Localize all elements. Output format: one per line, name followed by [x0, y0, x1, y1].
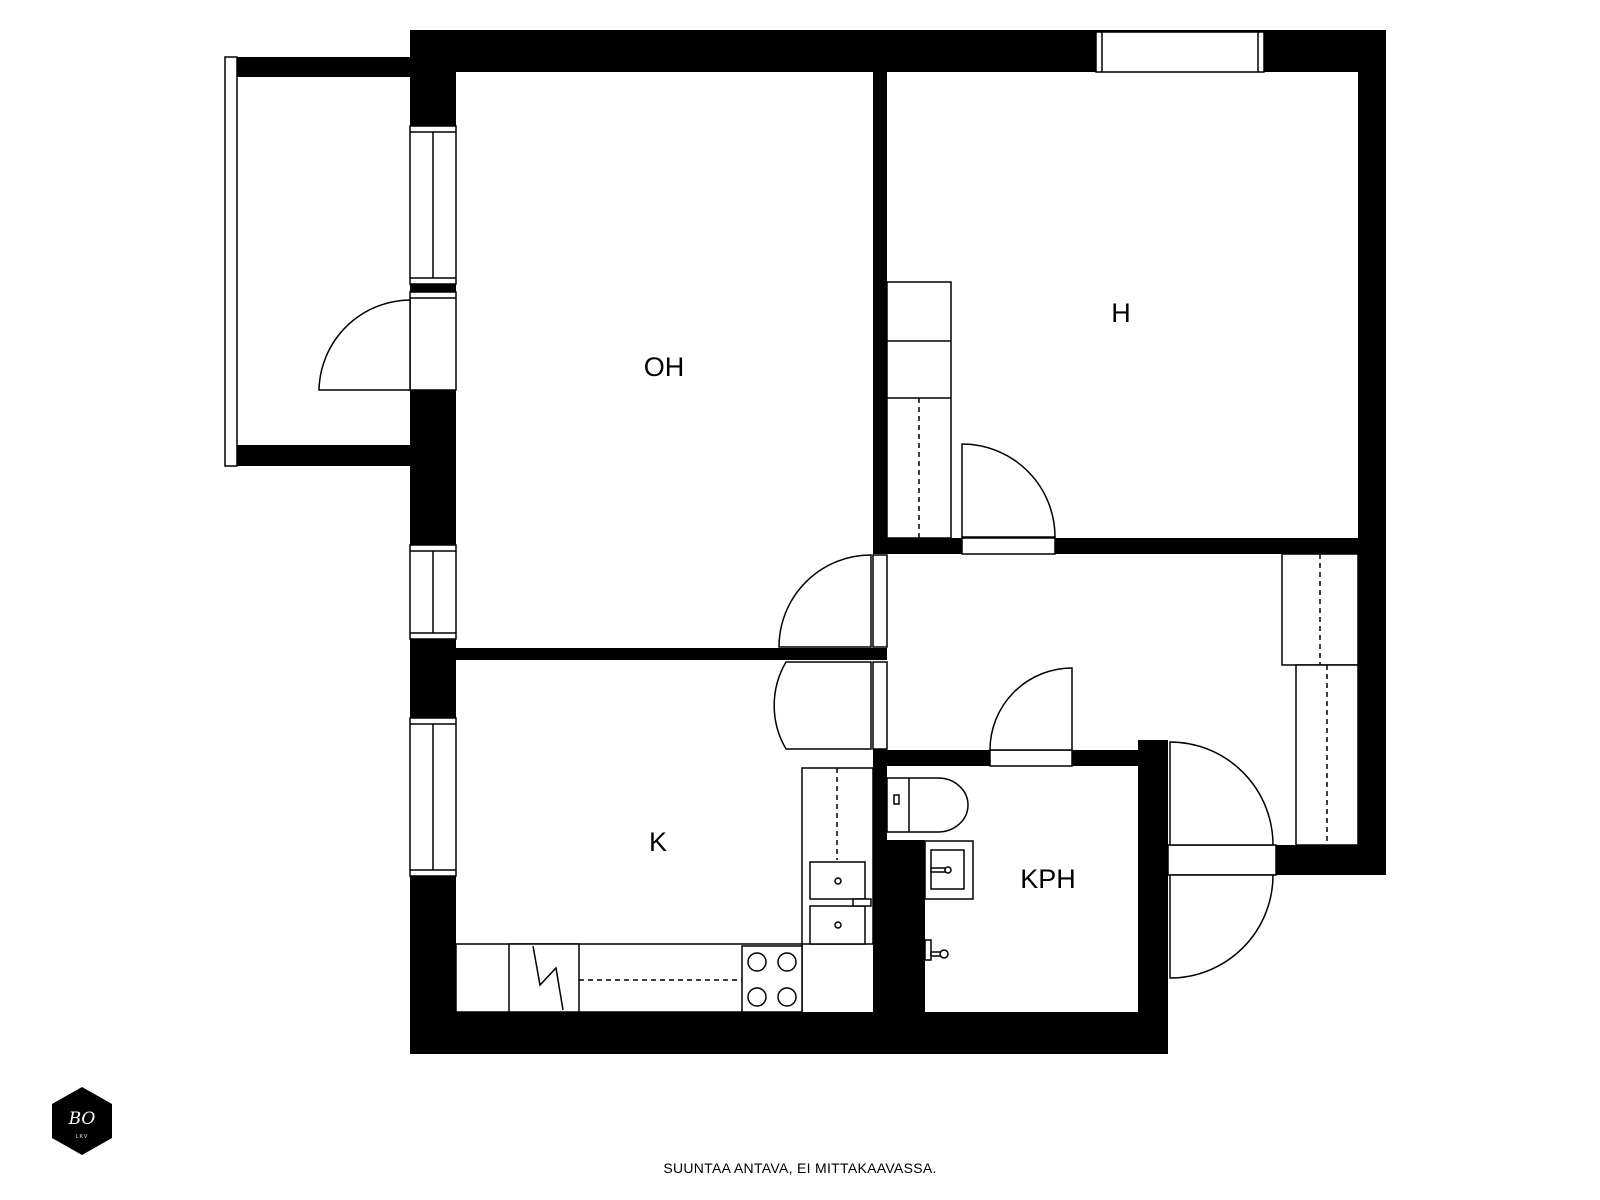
- fridge: [508, 943, 580, 1013]
- disclaimer-caption: SUUNTAA ANTAVA, EI MITTAKAAVASSA.: [663, 1160, 937, 1176]
- room-labels: OH H K KPH: [644, 298, 1131, 894]
- room-label-h: H: [1111, 298, 1131, 328]
- shower-mixer: [923, 937, 949, 963]
- wardrobes: [886, 281, 1359, 846]
- bathroom-fittings: [886, 777, 974, 963]
- balcony: [224, 56, 412, 467]
- kitchen-fittings: [455, 767, 874, 1013]
- windows: [409, 31, 1265, 877]
- faucet: [852, 898, 872, 907]
- bathroom-door: [989, 667, 1073, 751]
- door-swings: [318, 299, 1274, 979]
- room-label-kph: KPH: [1020, 864, 1076, 894]
- living-room-door: [778, 554, 872, 648]
- toilet: [886, 777, 969, 833]
- kitchen-door: [773, 661, 872, 750]
- entrance-door: [1169, 741, 1274, 846]
- logo-subtext: LKV: [76, 1134, 88, 1140]
- balcony-door: [318, 299, 411, 391]
- bedroom-door: [961, 443, 1056, 538]
- logo-text: BO: [68, 1109, 96, 1129]
- room-label-k: K: [649, 827, 667, 857]
- room-label-oh: OH: [644, 352, 685, 382]
- company-logo: BO LKV: [52, 1087, 112, 1155]
